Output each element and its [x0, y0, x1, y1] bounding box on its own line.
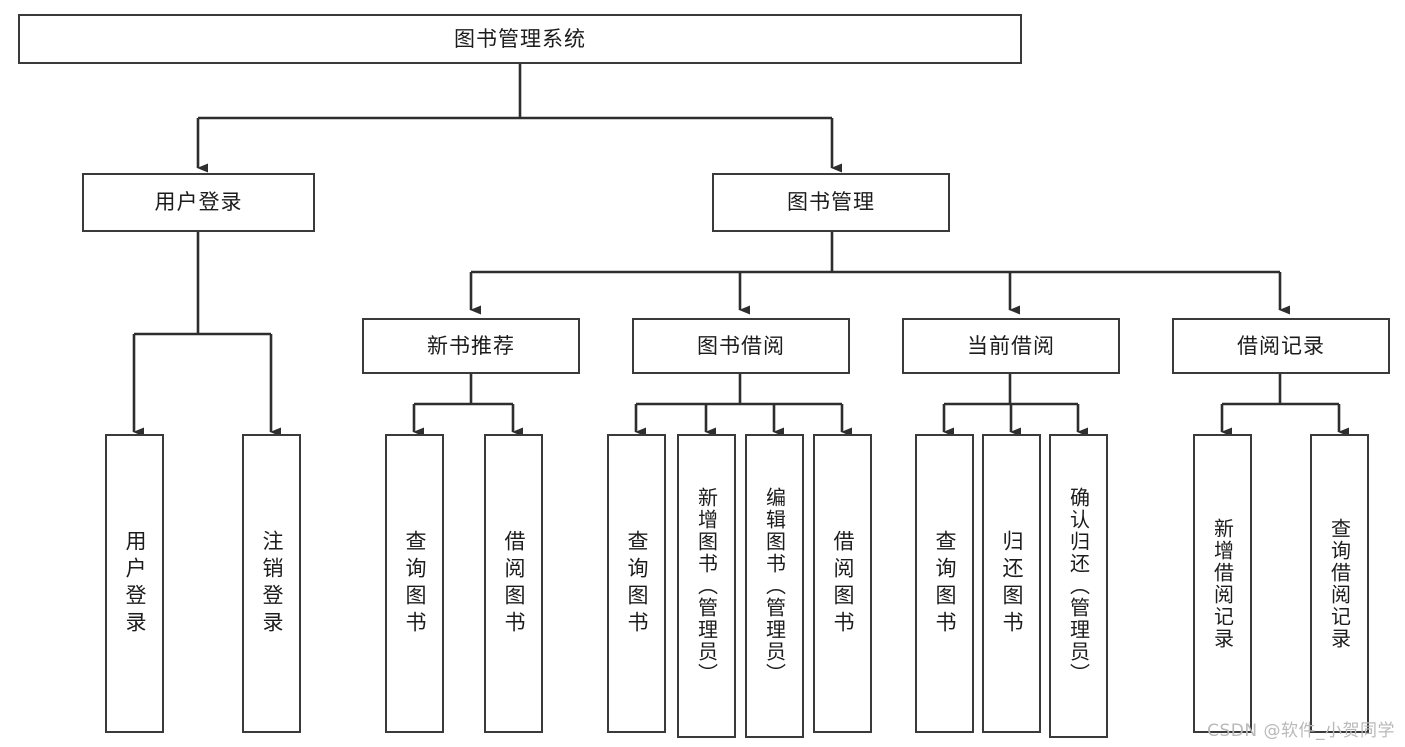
leaf-query-book-current-label: 查询图书 — [933, 529, 957, 638]
leaf-edit-book-admin[interactable]: 编辑图书（管理员） — [745, 434, 804, 738]
leaf-query-book-recommend-label: 查询图书 — [403, 529, 427, 638]
node-user-login[interactable]: 用户登录 — [82, 173, 315, 232]
leaf-confirm-return-admin-label: 确认归还（管理员） — [1066, 487, 1091, 685]
leaf-query-book-recommend[interactable]: 查询图书 — [385, 434, 444, 733]
leaf-edit-book-admin-label: 编辑图书（管理员） — [762, 487, 787, 685]
node-current-borrow-label: 当前借阅 — [967, 333, 1055, 358]
leaf-add-borrow-record-label: 新增借阅记录 — [1210, 517, 1235, 650]
leaf-borrow-book-recommend[interactable]: 借阅图书 — [484, 434, 543, 733]
leaf-logout-label: 注销登录 — [260, 529, 284, 638]
node-new-book-recommend[interactable]: 新书推荐 — [362, 318, 580, 374]
leaf-confirm-return-admin[interactable]: 确认归还（管理员） — [1049, 434, 1108, 738]
leaf-borrow-book-recommend-label: 借阅图书 — [502, 529, 526, 638]
node-new-book-recommend-label: 新书推荐 — [427, 333, 515, 358]
leaf-query-book-borrow[interactable]: 查询图书 — [607, 434, 666, 733]
node-current-borrow[interactable]: 当前借阅 — [902, 318, 1120, 374]
leaf-add-borrow-record[interactable]: 新增借阅记录 — [1193, 434, 1252, 733]
leaf-query-borrow-record-label: 查询借阅记录 — [1327, 517, 1352, 650]
node-book-borrow[interactable]: 图书借阅 — [632, 318, 850, 374]
leaf-borrow-book-label: 借阅图书 — [831, 529, 855, 638]
node-root[interactable]: 图书管理系统 — [18, 14, 1022, 64]
leaf-add-book-admin[interactable]: 新增图书（管理员） — [677, 434, 736, 738]
leaf-user-login[interactable]: 用户登录 — [105, 434, 164, 733]
node-book-management-label: 图书管理 — [787, 190, 875, 215]
leaf-logout[interactable]: 注销登录 — [242, 434, 301, 733]
node-book-management[interactable]: 图书管理 — [712, 173, 950, 232]
node-root-label: 图书管理系统 — [454, 26, 586, 51]
leaf-add-book-admin-label: 新增图书（管理员） — [694, 487, 719, 685]
leaf-query-book-current[interactable]: 查询图书 — [915, 434, 974, 733]
leaf-query-borrow-record[interactable]: 查询借阅记录 — [1310, 434, 1369, 733]
watermark: CSDN @软件_小贺同学 — [1207, 721, 1395, 741]
node-book-borrow-label: 图书借阅 — [697, 333, 785, 358]
leaf-query-book-borrow-label: 查询图书 — [625, 529, 649, 638]
node-borrow-records-label: 借阅记录 — [1237, 333, 1325, 358]
leaf-return-book[interactable]: 归还图书 — [982, 434, 1041, 733]
leaf-user-login-label: 用户登录 — [123, 529, 147, 638]
node-user-login-label: 用户登录 — [154, 190, 243, 215]
node-borrow-records[interactable]: 借阅记录 — [1172, 318, 1390, 374]
leaf-borrow-book[interactable]: 借阅图书 — [813, 434, 872, 733]
leaf-return-book-label: 归还图书 — [1000, 529, 1024, 638]
